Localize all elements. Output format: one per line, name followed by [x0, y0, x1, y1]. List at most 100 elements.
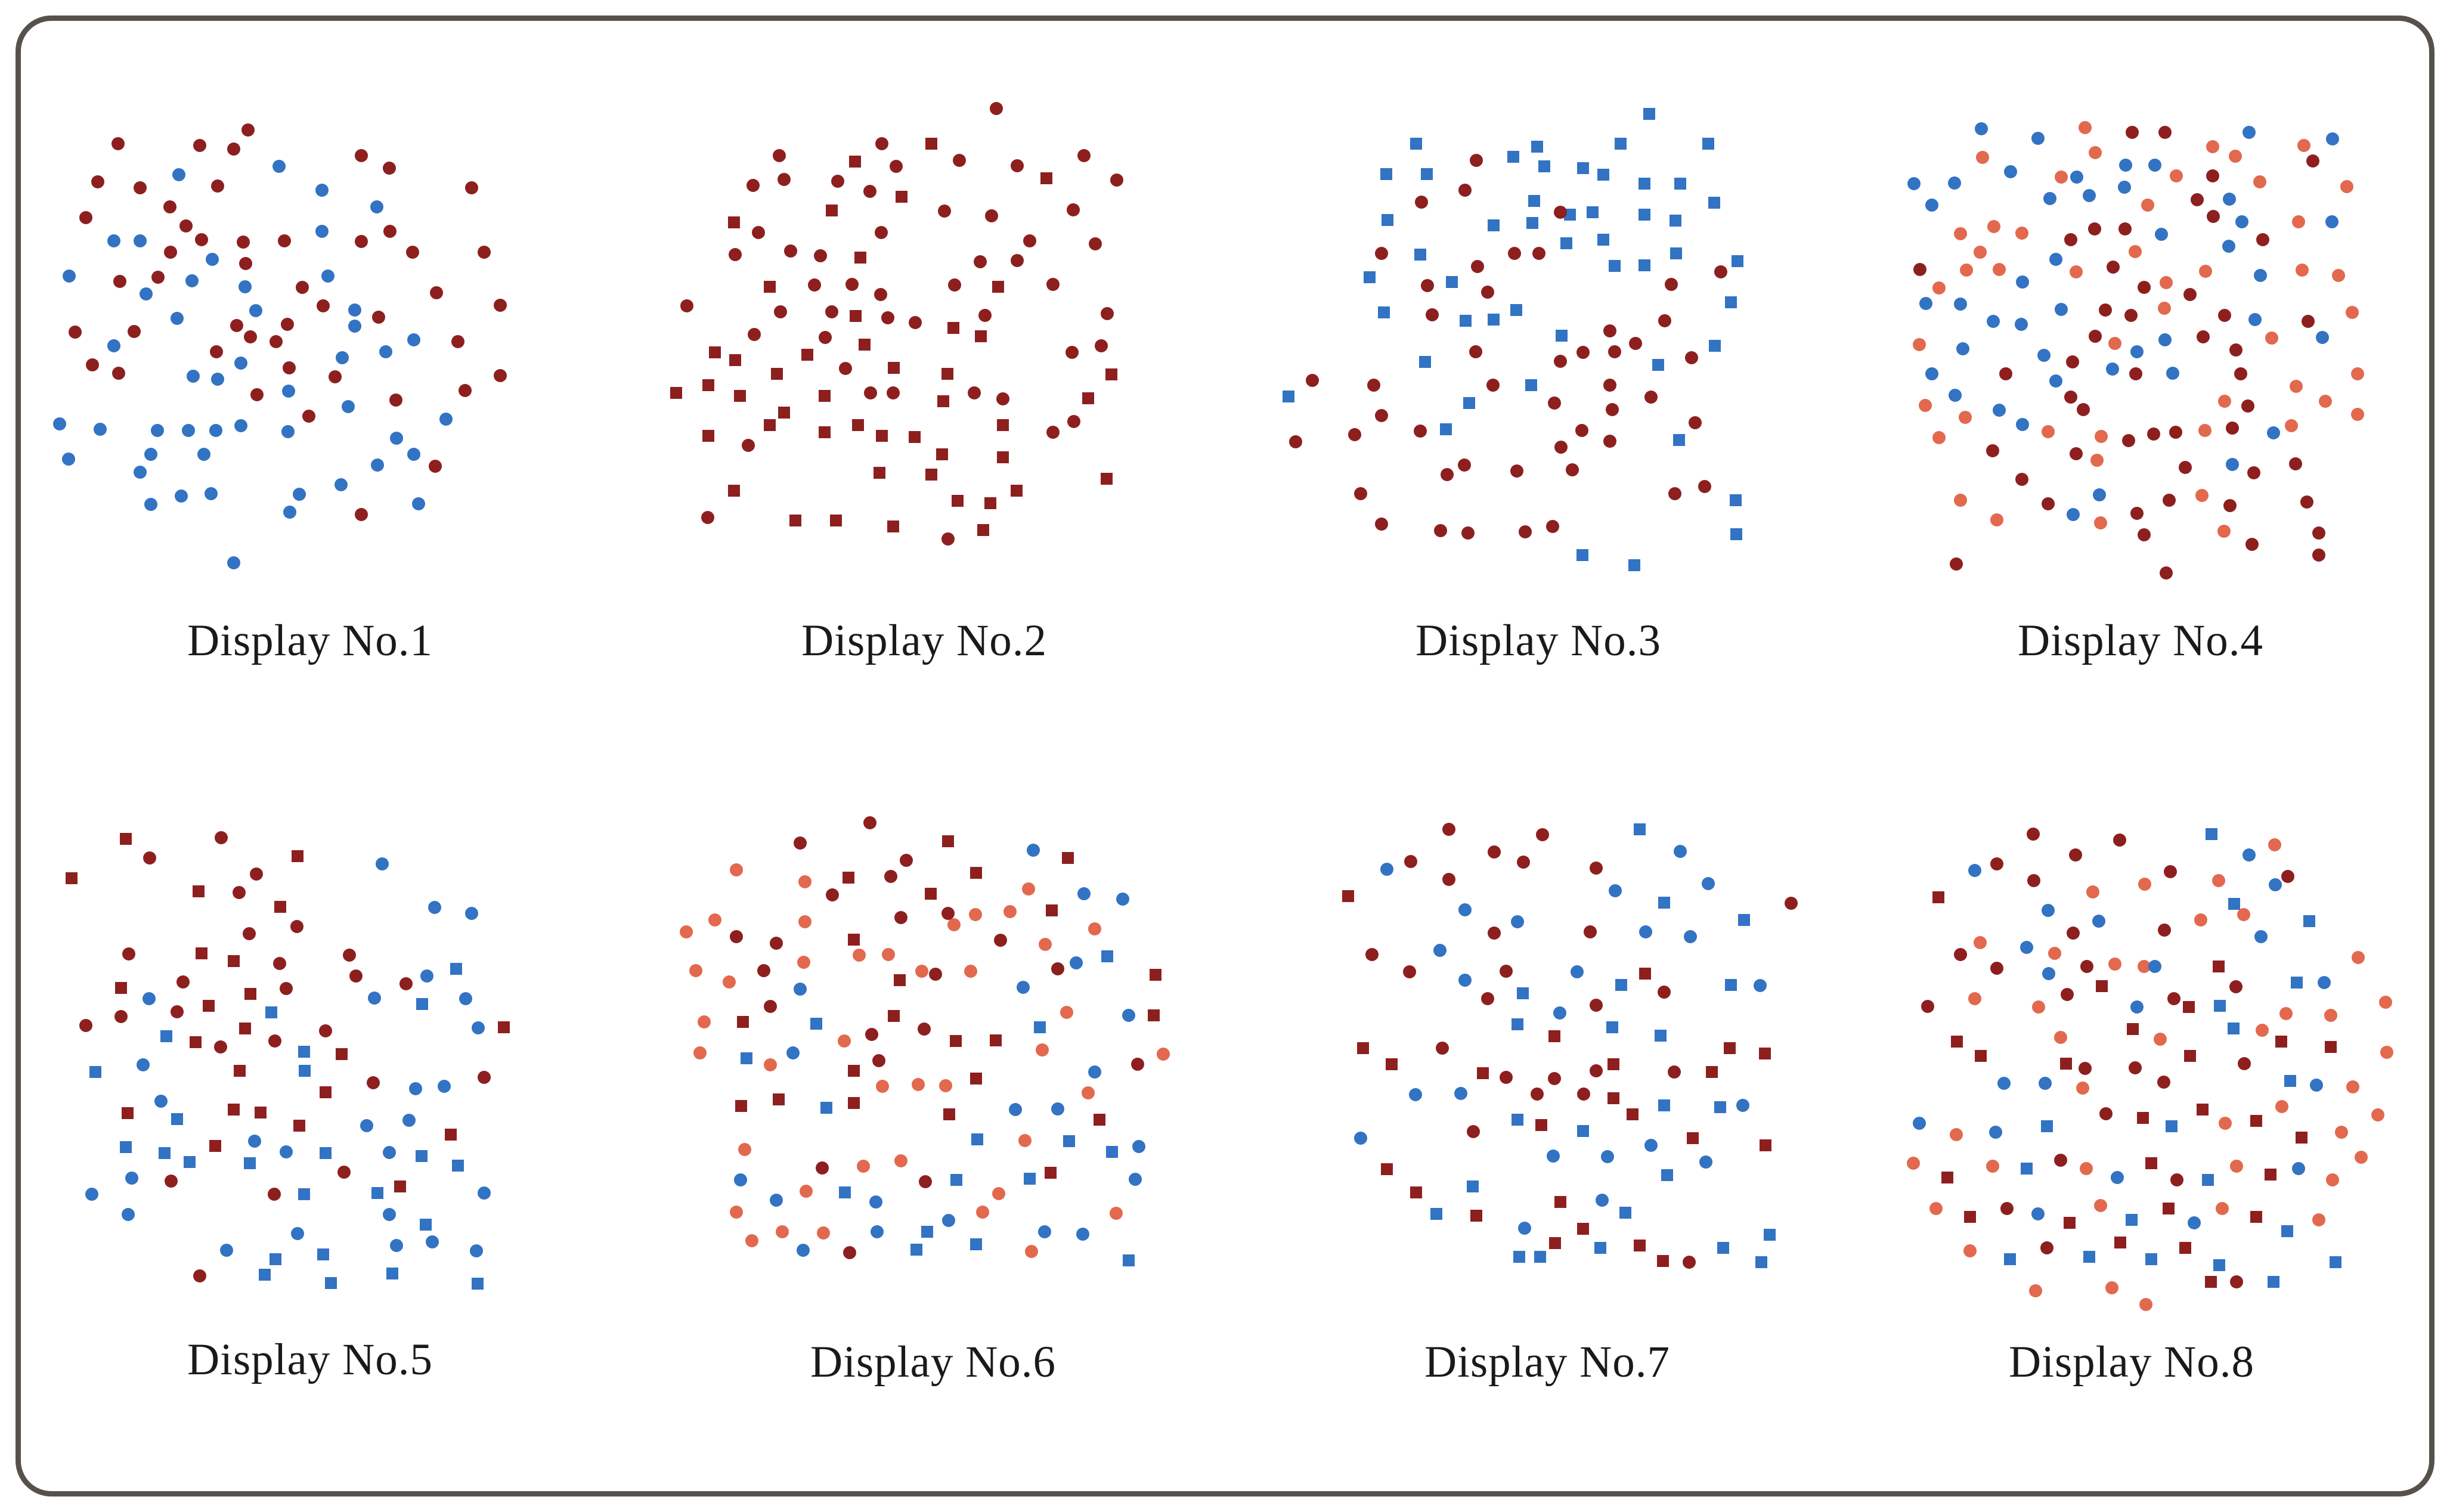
stimulus-dot-square	[324, 1276, 337, 1289]
stimulus-dot-circle	[1507, 246, 1521, 260]
stimulus-dot-square	[1576, 1124, 1589, 1137]
stimulus-dot-circle	[769, 1194, 783, 1207]
stimulus-dot-circle	[1426, 308, 1439, 321]
stimulus-dot-circle	[1510, 915, 1524, 929]
stimulus-dot-square	[952, 495, 964, 507]
stimulus-dot-circle	[383, 1145, 397, 1159]
stimulus-dot-square	[763, 419, 776, 432]
stimulus-dot-square	[1421, 168, 1433, 181]
stimulus-dot-circle	[2158, 333, 2172, 346]
stimulus-dot-circle	[2113, 834, 2127, 847]
stimulus-dot-circle	[693, 1046, 707, 1059]
stimulus-dot-circle	[2015, 473, 2029, 487]
stimulus-dot-circle	[741, 438, 755, 452]
stimulus-dot-circle	[1664, 277, 1678, 291]
stimulus-dot-circle	[408, 1082, 422, 1095]
stimulus-dot-circle	[1433, 943, 1447, 957]
stimulus-dot-circle	[1067, 203, 1080, 216]
stimulus-dot-circle	[451, 334, 465, 348]
stimulus-dot-square	[702, 379, 715, 392]
stimulus-dot-circle	[2218, 1117, 2232, 1130]
stimulus-dot-circle	[2138, 878, 2151, 891]
stimulus-dot-circle	[1949, 1128, 1963, 1142]
stimulus-dot-circle	[1603, 324, 1616, 338]
stimulus-dot-circle	[1699, 1155, 1712, 1169]
stimulus-dot-circle	[163, 200, 177, 214]
stimulus-dot-circle	[2371, 1108, 2385, 1121]
stimulus-dot-circle	[793, 836, 807, 850]
stimulus-dot-circle	[2118, 222, 2132, 236]
stimulus-dot-circle	[2080, 960, 2093, 974]
stimulus-dot-circle	[429, 286, 443, 299]
stimulus-dot-circle	[1130, 1058, 1144, 1071]
stimulus-dot-square	[941, 367, 953, 380]
stimulus-dot-circle	[745, 1234, 758, 1247]
stimulus-dot-square	[2296, 1132, 2307, 1144]
stimulus-dot-square	[842, 871, 854, 884]
stimulus-dot-square	[1731, 255, 1743, 268]
stimulus-dot-circle	[796, 1244, 810, 1257]
stimulus-dot-circle	[2269, 878, 2282, 892]
stimulus-dot-circle	[2158, 126, 2172, 140]
display-6-scatter-field	[650, 775, 1216, 1341]
stimulus-dot-square	[2291, 976, 2303, 989]
stimulus-dot-circle	[1683, 1256, 1696, 1269]
stimulus-dot-circle	[2130, 345, 2144, 359]
stimulus-dot-circle	[2086, 885, 2100, 898]
stimulus-dot-circle	[1976, 151, 1990, 165]
stimulus-dot-circle	[127, 325, 141, 339]
stimulus-dot-circle	[1003, 904, 1017, 918]
stimulus-dot-circle	[1997, 1076, 2011, 1090]
stimulus-dot-circle	[142, 992, 156, 1005]
stimulus-dot-square	[1410, 1186, 1422, 1199]
stimulus-dot-circle	[996, 392, 1010, 406]
stimulus-dot-circle	[2106, 362, 2120, 376]
stimulus-dot-square	[1381, 1163, 1393, 1176]
display-8-caption: Display No.8	[2009, 1337, 2254, 1387]
stimulus-dot-circle	[2178, 461, 2192, 475]
stimulus-dot-square	[950, 1034, 962, 1047]
stimulus-dot-circle	[1088, 1065, 1101, 1079]
stimulus-dot-circle	[2088, 146, 2102, 160]
stimulus-dot-circle	[2082, 188, 2096, 202]
stimulus-dot-circle	[2099, 1107, 2113, 1121]
stimulus-dot-circle	[242, 927, 256, 940]
stimulus-dot-circle	[2020, 940, 2034, 954]
stimulus-dot-circle	[2154, 228, 2168, 241]
stimulus-dot-square	[2196, 1103, 2209, 1116]
stimulus-dot-square	[2284, 1075, 2296, 1087]
stimulus-dot-circle	[194, 233, 208, 246]
display-1-scatter-field	[36, 72, 584, 620]
stimulus-dot-square	[89, 1066, 102, 1079]
stimulus-dot-square	[1724, 296, 1737, 309]
stimulus-dot-circle	[2183, 287, 2197, 301]
stimulus-dot-circle	[1956, 342, 1969, 355]
stimulus-dot-circle	[2105, 1281, 2118, 1294]
stimulus-dot-circle	[816, 1226, 830, 1240]
stimulus-dot-circle	[1374, 408, 1388, 422]
stimulus-dot-circle	[2016, 417, 2030, 431]
stimulus-dot-circle	[730, 929, 744, 943]
display-4-caption: Display No.4	[2018, 616, 2263, 665]
stimulus-dot-square	[1488, 313, 1500, 326]
stimulus-dot-square	[848, 1097, 860, 1110]
stimulus-dot-square	[1619, 1207, 1632, 1219]
stimulus-dot-circle	[2026, 827, 2040, 841]
stimulus-dot-square	[818, 426, 831, 439]
stimulus-dot-circle	[1912, 1117, 1926, 1130]
stimulus-dot-circle	[2160, 566, 2173, 580]
stimulus-dot-circle	[2093, 1199, 2107, 1212]
stimulus-dot-square	[2250, 1211, 2262, 1223]
stimulus-dot-square	[735, 1099, 747, 1112]
stimulus-dot-circle	[1532, 247, 1545, 261]
stimulus-dot-circle	[2378, 995, 2392, 1009]
stimulus-dot-circle	[234, 357, 248, 370]
stimulus-dot-square	[1964, 1211, 1977, 1223]
stimulus-dot-circle	[1082, 1086, 1095, 1099]
stimulus-dot-circle	[1607, 345, 1621, 359]
stimulus-dot-circle	[2309, 1078, 2323, 1092]
stimulus-dot-square	[445, 1129, 457, 1141]
stimulus-dot-circle	[1589, 861, 1603, 875]
stimulus-dot-square	[829, 514, 842, 526]
stimulus-dot-circle	[1589, 1064, 1603, 1077]
